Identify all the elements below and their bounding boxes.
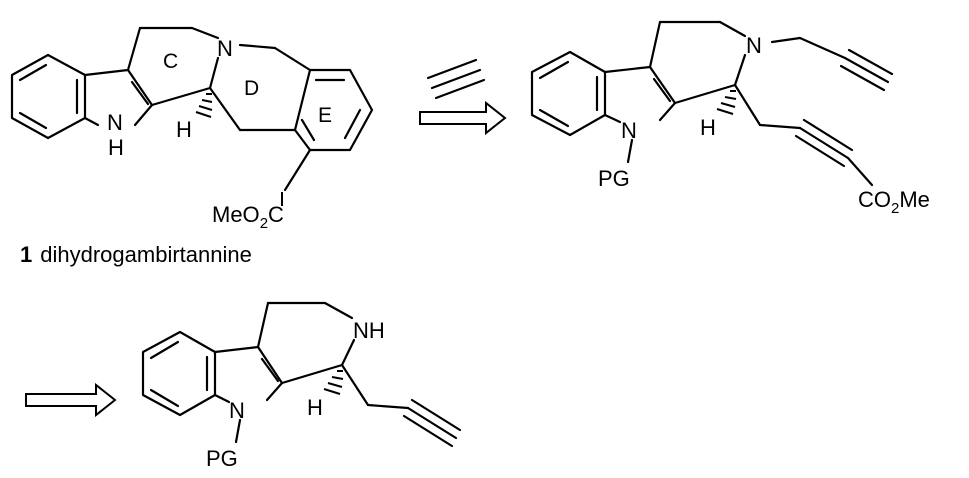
i2-atom-nh-amine: NH xyxy=(353,318,385,343)
i2-n-pg-bond xyxy=(234,418,242,444)
i2-piperidine-ring xyxy=(256,301,356,385)
intermediate-2-structure: NH N PG H xyxy=(141,301,462,471)
c1-hashed-wedge xyxy=(195,93,213,118)
equivalence-triple-bond xyxy=(426,58,486,100)
i2-atom-h-stereo: H xyxy=(307,395,323,420)
i2-atom-n-indole: N xyxy=(229,398,245,423)
retro-arrow-1 xyxy=(419,100,507,136)
i1-atom-n-amine: N xyxy=(746,33,762,58)
c1-ester-label: MeO2C xyxy=(212,202,284,232)
i2-propargyl-chain xyxy=(340,363,462,448)
i1-n-pg-bond xyxy=(626,138,634,164)
c1-atom-h-stereo: H xyxy=(176,117,192,142)
c1-atom-n-amine: N xyxy=(217,36,233,61)
c1-ring-d xyxy=(208,43,312,132)
i1-atom-n-indole: N xyxy=(621,118,637,143)
compound-number: 1 xyxy=(20,242,32,267)
i2-benzene-ring xyxy=(141,330,217,417)
i1-pyrrole-ring xyxy=(603,65,677,124)
i2-pyrrole-ring xyxy=(213,345,284,404)
i1-atom-pg: PG xyxy=(598,166,630,191)
compound-1-structure: N N H H C D E MeO2C 1 dihydrogambirtannin… xyxy=(10,26,374,267)
retro-arrow-2 xyxy=(25,382,117,418)
i1-benzene-ring xyxy=(530,50,607,137)
c1-ring-e xyxy=(293,68,374,152)
i1-hashed-wedge xyxy=(716,90,737,115)
c1-atom-h-indole: H xyxy=(108,135,124,160)
i1-ynoate-chain xyxy=(733,83,874,187)
i1-n-propargyl xyxy=(770,36,894,92)
i1-ester-label: CO2Me xyxy=(858,187,930,217)
c1-pyrrole-ring xyxy=(83,68,154,127)
i2-hashed-wedge xyxy=(323,370,344,395)
c1-benzene-ring xyxy=(10,53,87,140)
c1-ester-bond xyxy=(283,148,312,192)
ring-label-c: C xyxy=(163,50,178,73)
i1-atom-h-stereo: H xyxy=(700,115,716,140)
i1-piperidine-ring xyxy=(648,20,747,105)
ring-label-d: D xyxy=(244,77,259,100)
ring-label-e: E xyxy=(318,104,332,127)
compound-1-caption: 1 dihydrogambirtannine xyxy=(20,242,252,267)
intermediate-1-structure: N N PG H CO2Me xyxy=(530,20,930,217)
c1-atom-n-indole: N xyxy=(107,110,123,135)
compound-name: dihydrogambirtannine xyxy=(40,242,252,267)
i2-atom-pg: PG xyxy=(206,446,238,471)
c1-ring-c xyxy=(126,26,220,107)
